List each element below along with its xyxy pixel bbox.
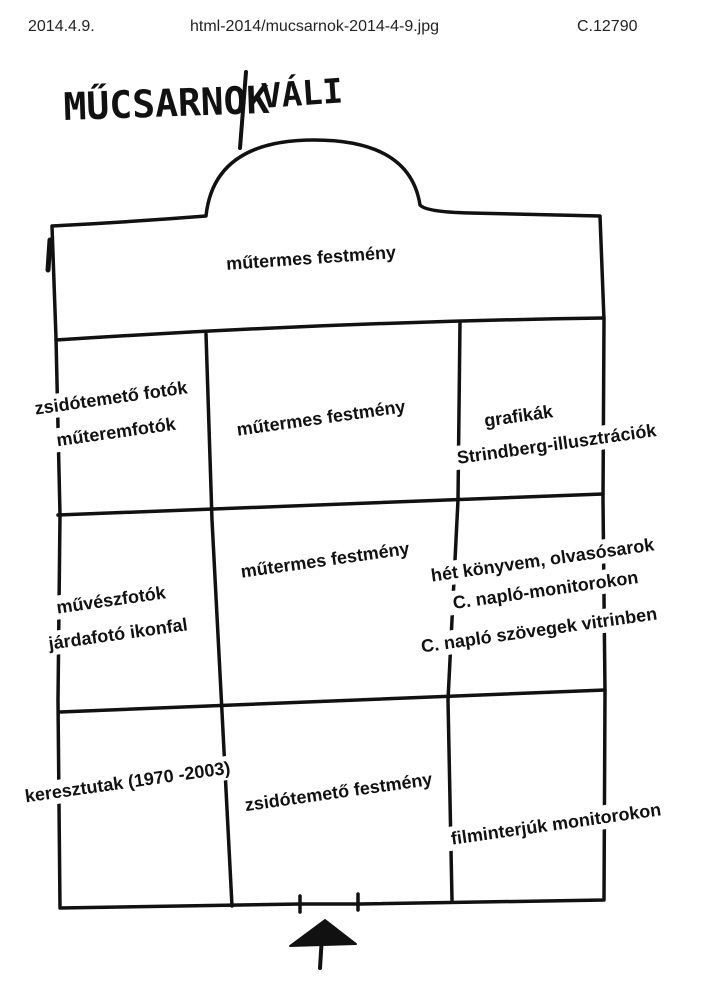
partition-row-3 [58,688,607,714]
header-date: 2014.4.9. [28,18,95,35]
outer-wall [50,138,607,910]
arrow-up-icon [289,919,357,970]
partition-col-left [204,332,234,908]
header-code: C.12790 [577,18,638,35]
title-divider [238,70,248,150]
partition-row-2 [56,492,605,517]
header-filename: html-2014/mucsarnok-2014-4-9.jpg [190,18,440,35]
partition-row-1 [54,316,606,342]
title-right: VÁLI [260,70,345,117]
title-left: MŰCSARNOK [63,78,270,129]
